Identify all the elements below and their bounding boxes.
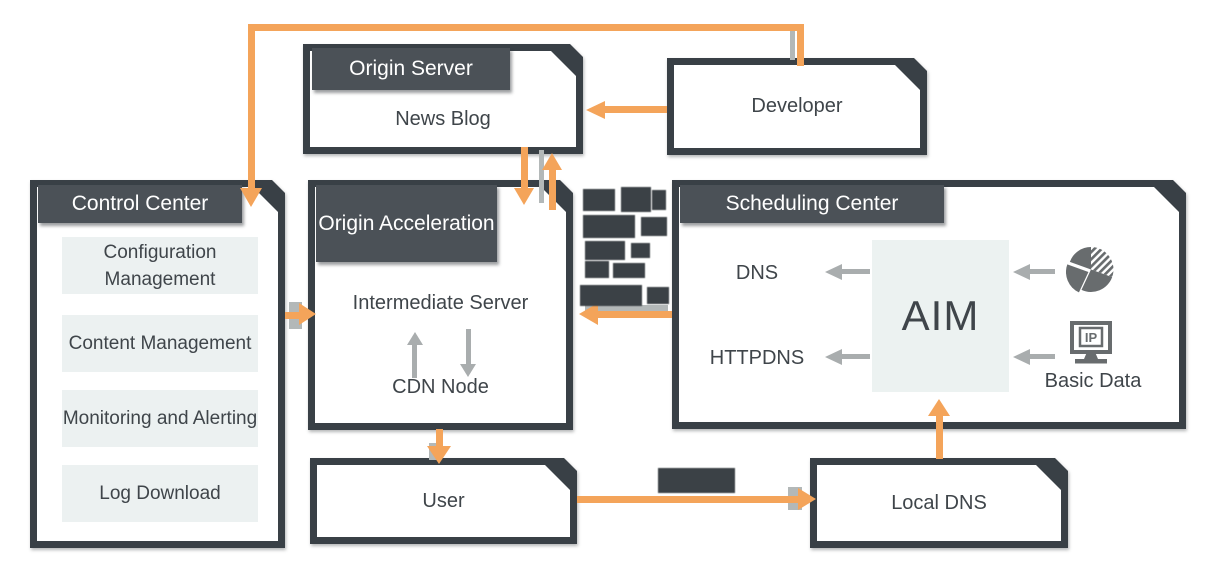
arrow-acceleration-to-user-line — [436, 429, 443, 448]
cdn-up-arrow-line — [412, 340, 417, 378]
aim-to-dns-arrowhead-icon — [822, 264, 842, 280]
arrow-control-to-acceleration-line — [285, 312, 301, 319]
control-center-item-content: Content Management — [62, 315, 258, 372]
local-dns-label: Local DNS — [891, 491, 987, 514]
arrow-user-to-localdns-line — [577, 496, 801, 503]
garbled-text-artifact — [583, 189, 615, 211]
cdn-down-arrow-line — [466, 329, 471, 367]
scheduling-center-title-tab: Scheduling Center — [680, 185, 944, 223]
user-body — [317, 465, 570, 537]
arrow-acceleration-to-newsblog-line — [549, 165, 556, 210]
arrow-developer-to-newsblog-arrowhead-icon — [583, 101, 605, 119]
developer-drop-line-shadow — [790, 30, 795, 60]
arrow-user-to-localdns-arrowhead-icon — [798, 488, 819, 510]
arrow-localdns-to-aim-arrowhead-icon — [928, 396, 950, 416]
arrow-control-to-acceleration-arrowhead-icon — [299, 303, 319, 325]
garbled-text-artifact — [580, 285, 642, 306]
ip-to-aim-arrow-line — [1025, 354, 1055, 359]
control-center-item-monitoring: Monitoring and Alerting — [62, 390, 258, 447]
arrow-top-line-right-leg — [797, 24, 804, 66]
arrow-localdns-to-aim-line — [936, 411, 943, 459]
control-center-box: Control Center Configuration Management … — [30, 180, 285, 548]
aim-to-httpdns-arrowhead-icon — [822, 349, 842, 365]
developer-box: Developer — [667, 58, 927, 155]
pie-chart-icon — [1065, 246, 1116, 293]
httpdns-label: HTTPDNS — [709, 346, 805, 369]
arrow-scheduling-to-acceleration-line — [593, 311, 672, 318]
garbled-text-artifact — [647, 287, 669, 304]
aim-to-httpdns-arrow-line — [837, 354, 870, 359]
garbled-text-artifact — [641, 217, 667, 236]
pie-to-aim-arrowhead-icon — [1010, 264, 1030, 280]
garbled-text-artifact — [583, 215, 635, 238]
garbled-text-artifact — [585, 241, 625, 260]
cdn-down-arrowhead-icon — [460, 364, 476, 380]
ip-monitor-icon: IP — [1068, 320, 1114, 366]
garbled-text-artifact — [631, 243, 650, 258]
local-dns-body — [817, 465, 1061, 541]
dns-label: DNS — [735, 261, 779, 284]
arrow-developer-to-control-left-leg — [248, 24, 255, 189]
scheduling-center-box: Scheduling Center DNS HTTPDNS AIM — [672, 180, 1186, 429]
user-box: User — [310, 458, 577, 544]
garbled-text-artifact — [585, 261, 609, 278]
origin-acceleration-title-tab: Origin Acceleration — [316, 185, 497, 262]
origin-server-content: News Blog — [395, 108, 491, 130]
svg-text:IP: IP — [1085, 330, 1098, 345]
arrow-scheduling-to-acceleration-arrowhead-icon — [576, 303, 598, 325]
arrow-acceleration-to-newsblog-arrowhead-icon — [542, 150, 562, 170]
aim-box: AIM — [872, 240, 1009, 392]
arrow-scheduling-to-acceleration-shadow — [585, 305, 668, 311]
pie-to-aim-arrow-line — [1025, 269, 1055, 274]
local-dns-box: Local DNS — [810, 458, 1068, 548]
user-label: User — [422, 489, 465, 512]
control-center-item-log-download: Log Download — [62, 465, 258, 522]
aim-to-dns-arrow-line — [837, 269, 870, 274]
arrow-acceleration-to-newsblog-shadow — [539, 150, 544, 203]
basic-data-label: Basic Data — [1044, 369, 1142, 392]
garbled-text-artifact — [658, 468, 735, 493]
garbled-text-artifact — [613, 263, 645, 278]
arrow-developer-to-control-top-line — [248, 24, 804, 31]
arrow-newsblog-to-acceleration-line — [521, 147, 528, 191]
arrow-developer-to-newsblog-line — [600, 106, 667, 113]
garbled-text-artifact — [652, 190, 666, 210]
cdn-node-label: CDN Node — [392, 375, 489, 398]
control-center-item-configuration: Configuration Management — [62, 237, 258, 294]
ip-to-aim-arrowhead-icon — [1010, 349, 1030, 365]
origin-server-title-tab: Origin Server — [312, 48, 510, 90]
arrow-developer-to-control-arrowhead-icon — [240, 188, 262, 210]
arrow-newsblog-to-acceleration-arrowhead-icon — [514, 188, 534, 208]
arrow-acceleration-to-user-arrowhead-icon — [427, 446, 451, 467]
developer-body — [674, 65, 920, 148]
intermediate-server-label: Intermediate Server — [352, 291, 529, 314]
origin-acceleration-box: Origin Acceleration Intermediate Server … — [308, 180, 573, 430]
cdn-up-arrowhead-icon — [407, 329, 423, 345]
developer-label: Developer — [751, 95, 843, 117]
garbled-text-artifact — [621, 187, 651, 212]
origin-server-box: News Blog Origin Server — [303, 44, 583, 154]
control-center-title-tab: Control Center — [38, 185, 242, 223]
